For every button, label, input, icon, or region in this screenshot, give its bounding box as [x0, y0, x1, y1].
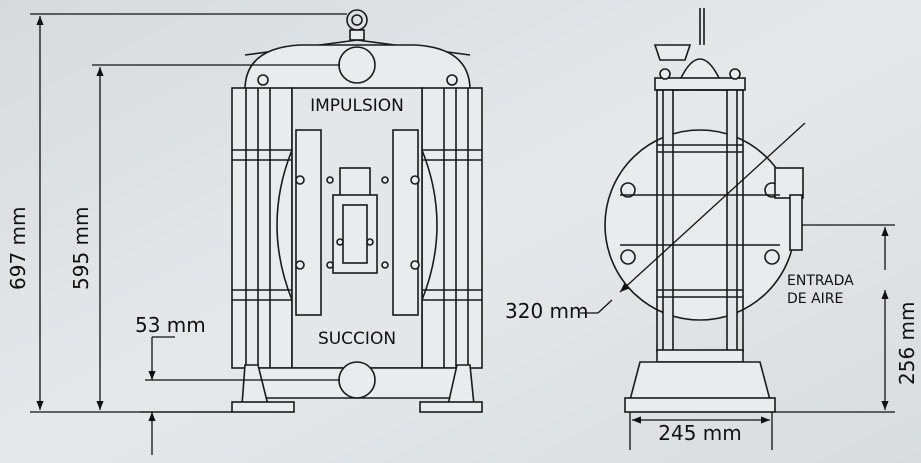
label-impulsion: IMPULSION — [310, 96, 404, 116]
left-diaphragm-flange — [295, 129, 322, 316]
label-245-mm: 245 mm — [658, 421, 742, 445]
air-inlet — [774, 167, 804, 199]
dim-line-320 — [619, 122, 806, 293]
side-base — [628, 361, 772, 401]
left-chamber — [231, 87, 293, 369]
label-595-mm: 595 mm — [69, 207, 93, 291]
left-foot — [231, 401, 295, 413]
label-53-mm: 53 mm — [135, 313, 206, 337]
air-valve — [332, 194, 378, 274]
side-top-plate — [654, 77, 746, 91]
discharge-port — [338, 46, 376, 84]
label-entrada: ENTRADA — [787, 273, 854, 289]
front-dimensions — [30, 13, 347, 455]
label-256-mm: 256 mm — [895, 302, 919, 386]
right-foot — [419, 401, 483, 413]
label-697-mm: 697 mm — [6, 207, 30, 291]
side-foot — [624, 397, 776, 413]
side-view — [604, 8, 804, 413]
label-succion: SUCCION — [318, 329, 396, 349]
front-view — [231, 9, 483, 413]
label-de-aire: DE AIRE — [787, 291, 843, 307]
suction-port — [338, 361, 376, 399]
side-dimensions — [580, 122, 895, 450]
label-320-mm: 320 mm — [505, 299, 589, 323]
right-chamber — [421, 87, 483, 369]
right-diaphragm-flange — [392, 129, 419, 316]
